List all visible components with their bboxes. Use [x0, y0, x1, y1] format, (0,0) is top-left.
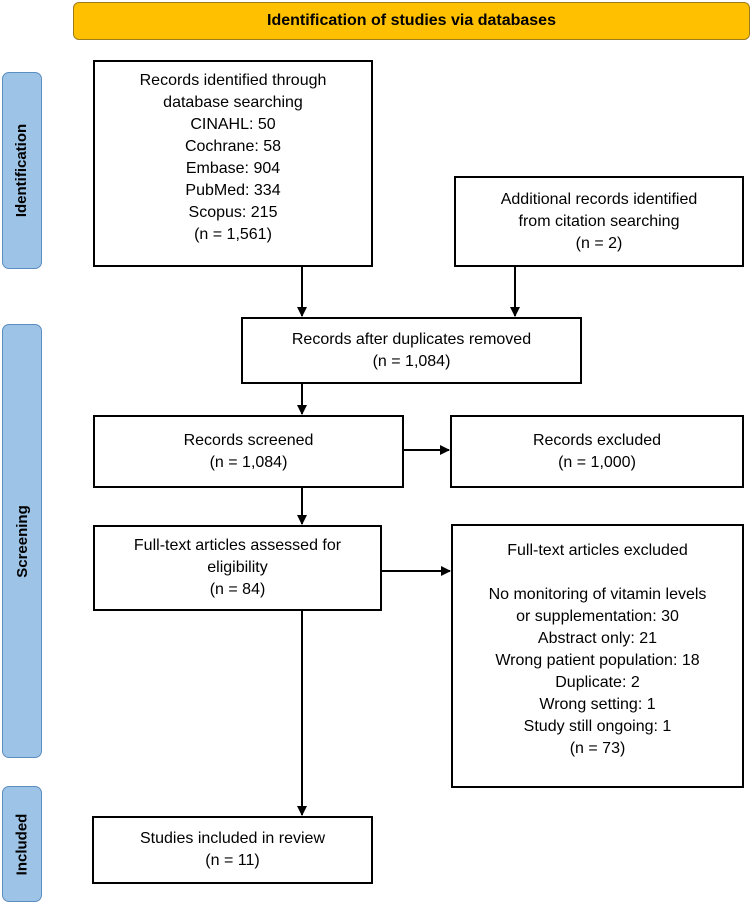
fulltext-excluded-title: Full-text articles excluded — [507, 542, 688, 559]
db-line: (n = 1,561) — [194, 226, 272, 243]
exclusion-reason: Wrong patient population: 18 — [495, 652, 700, 669]
duplicates-line: (n = 1,084) — [372, 352, 451, 370]
exclusion-reason: No monitoring of vitamin levels — [488, 586, 707, 603]
box-after-duplicates-removed: Records after duplicates removed (n = 1,… — [241, 317, 582, 384]
db-line: Embase: 904 — [185, 160, 281, 177]
db-line: Records identified through — [139, 72, 327, 89]
exclusion-reason: or supplementation: 30 — [516, 608, 679, 625]
header-title: Identification of studies via databases — [267, 12, 556, 29]
box-studies-included: Studies included in review (n = 11) — [92, 816, 373, 884]
phase-screening: Screening — [2, 324, 42, 758]
excluded-line: Records excluded — [532, 431, 662, 449]
box-fulltext-assessed: Full-text articles assessed for eligibil… — [93, 525, 382, 611]
phase-identification: Identification — [2, 72, 42, 269]
included-line: (n = 11) — [205, 852, 260, 869]
duplicates-line: Records after duplicates removed — [291, 330, 532, 348]
db-line: CINAHL: 50 — [190, 116, 276, 133]
screened-line: (n = 1,084) — [209, 453, 288, 471]
box-records-screened: Records screened (n = 1,084) — [93, 415, 404, 488]
header-identification-of-studies: Identification of studies via databases — [73, 2, 750, 40]
exclusion-reason: Wrong setting: 1 — [539, 696, 656, 713]
exclusion-total: (n = 73) — [569, 740, 626, 757]
citation-line: from citation searching — [518, 212, 680, 230]
assessed-line: Full-text articles assessed for — [133, 537, 342, 554]
db-line: Scopus: 215 — [188, 204, 278, 221]
assessed-line: eligibility — [207, 559, 268, 576]
box-citation-searching: Additional records identified from citat… — [454, 176, 744, 267]
citation-line: (n = 2) — [575, 234, 623, 252]
box-records-excluded: Records excluded (n = 1,000) — [450, 415, 744, 488]
exclusion-reason: Duplicate: 2 — [555, 674, 640, 691]
box-database-searching: Records identified through database sear… — [93, 60, 373, 267]
excluded-line: (n = 1,000) — [558, 453, 636, 471]
included-line: Studies included in review — [140, 830, 325, 847]
db-line: Cochrane: 58 — [184, 138, 282, 155]
db-line: database searching — [163, 94, 303, 111]
db-line: PubMed: 334 — [185, 182, 281, 199]
phase-included: Included — [2, 786, 42, 902]
screened-line: Records screened — [183, 431, 314, 449]
box-fulltext-excluded: Full-text articles excluded No monitorin… — [451, 524, 744, 788]
exclusion-reason: Abstract only: 21 — [537, 630, 658, 647]
citation-line: Additional records identified — [500, 190, 698, 208]
exclusion-reason: Study still ongoing: 1 — [523, 718, 672, 735]
assessed-line: (n = 84) — [209, 581, 266, 598]
